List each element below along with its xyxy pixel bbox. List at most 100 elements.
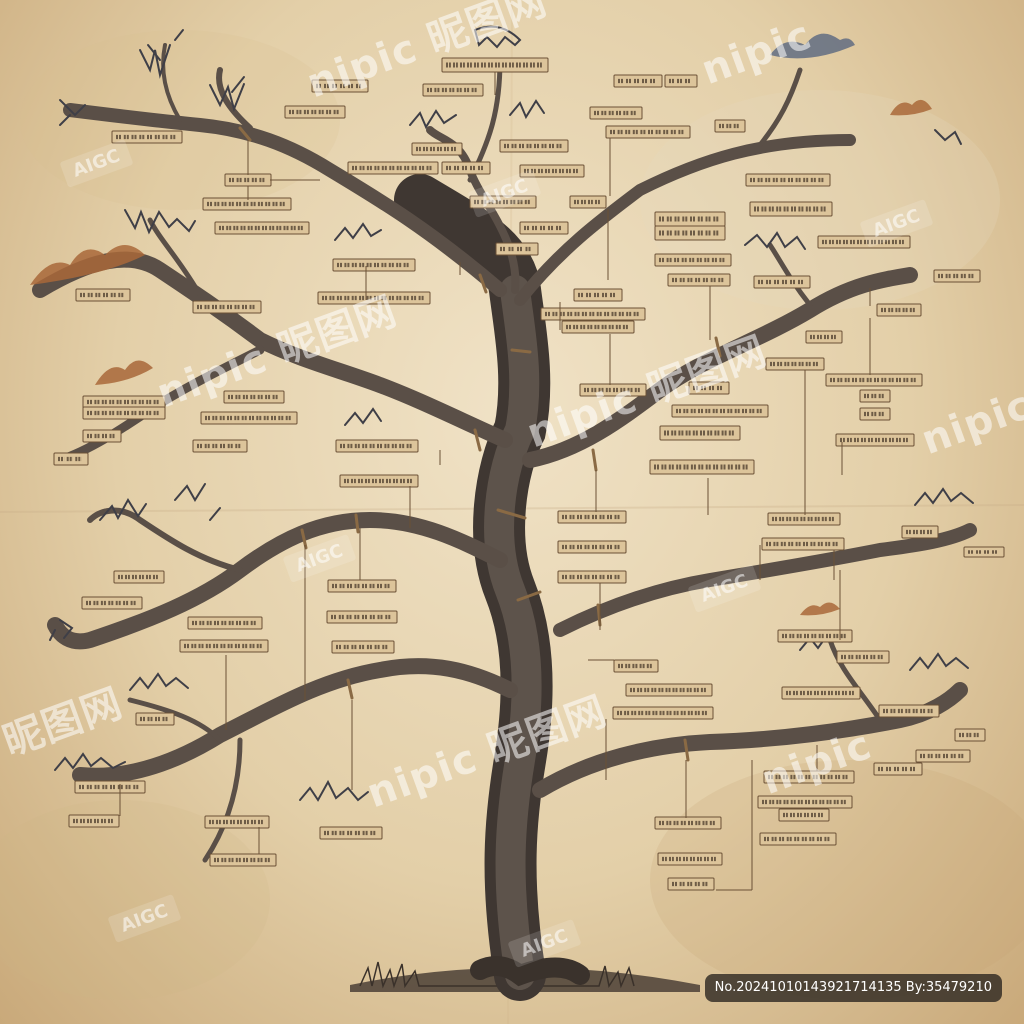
name-plaque (579, 383, 647, 397)
name-plaque (654, 225, 726, 241)
name-plaque (495, 242, 539, 256)
name-plaque (179, 639, 269, 653)
name-plaque (569, 195, 607, 209)
name-plaque (519, 164, 585, 178)
name-plaque (557, 540, 627, 554)
name-plaque (223, 390, 285, 404)
name-plaque (836, 650, 890, 664)
name-plaque (664, 74, 698, 88)
name-plaque (202, 197, 292, 211)
name-plaque (331, 640, 395, 654)
name-plaque (82, 395, 166, 409)
name-plaque (75, 288, 131, 302)
label-connectors (119, 72, 871, 891)
image-id-badge: No.20241010143921714135 By:35479210 (704, 974, 1002, 1002)
name-plaque (214, 221, 310, 235)
name-plaque (469, 195, 537, 209)
name-plaque (859, 389, 891, 403)
name-plaque (714, 119, 746, 133)
name-plaque (901, 525, 939, 539)
name-plaque (659, 425, 741, 441)
name-plaque (835, 433, 915, 447)
name-plaque (688, 381, 730, 395)
name-plaque (111, 130, 183, 144)
foliage-tufts (30, 25, 974, 802)
name-plaque (612, 706, 714, 720)
name-plaque (81, 596, 143, 610)
name-plaque (499, 139, 569, 153)
name-plaque (667, 273, 731, 287)
name-plaque (613, 659, 659, 673)
name-plaque (557, 510, 627, 524)
name-plaque (441, 57, 549, 73)
name-plaque (778, 808, 830, 822)
name-plaque (135, 712, 175, 726)
name-plaque (859, 407, 891, 421)
name-plaque (311, 79, 369, 93)
name-plaque (749, 201, 833, 217)
name-plaque (335, 439, 419, 453)
name-plaque (654, 253, 732, 267)
name-plaque (317, 291, 431, 305)
name-plaque (192, 439, 248, 453)
name-plaque (878, 704, 940, 718)
name-plaque (113, 570, 165, 584)
name-plaque (753, 275, 811, 289)
name-plaque (347, 161, 439, 175)
name-plaque (284, 105, 346, 119)
name-plaque (763, 770, 855, 784)
name-plaque (200, 411, 298, 425)
name-plaque (557, 570, 627, 584)
name-plaque (561, 320, 635, 334)
name-plaque (332, 258, 416, 272)
name-plaque (411, 142, 463, 156)
name-plaque (671, 404, 769, 418)
name-plaque (825, 373, 923, 387)
name-plaque (319, 826, 383, 840)
name-plaque (441, 161, 491, 175)
name-plaque (82, 406, 166, 420)
name-plaque (767, 512, 841, 526)
name-plaque (649, 459, 755, 475)
name-plaque (589, 106, 643, 120)
name-plaque (53, 452, 89, 466)
name-plaque (963, 546, 1005, 558)
name-labels (53, 57, 1005, 891)
name-plaque (204, 815, 270, 829)
name-plaque (605, 125, 691, 139)
name-plaque (667, 877, 715, 891)
name-plaque (82, 429, 122, 443)
name-plaque (625, 683, 713, 697)
name-plaque (761, 537, 845, 551)
name-plaque (777, 629, 853, 643)
name-plaque (74, 780, 146, 794)
name-plaque (933, 269, 981, 283)
name-plaque (339, 474, 419, 488)
name-plaque (954, 728, 986, 742)
name-plaque (915, 749, 971, 763)
name-plaque (757, 795, 853, 809)
name-plaque (187, 616, 263, 630)
name-plaque (327, 579, 397, 593)
name-plaque (873, 762, 923, 776)
name-plaque (745, 173, 831, 187)
name-plaque (781, 686, 861, 700)
name-plaque (209, 853, 277, 867)
name-plaque (657, 852, 723, 866)
name-plaque (613, 74, 663, 88)
name-plaque (422, 83, 484, 97)
name-plaque (765, 357, 825, 371)
name-plaque (876, 303, 922, 317)
name-plaque (805, 330, 843, 344)
name-plaque (759, 832, 837, 846)
name-plaque (654, 816, 722, 830)
name-plaque (817, 235, 911, 249)
name-plaque (519, 221, 569, 235)
name-plaque (654, 211, 726, 227)
name-plaque (540, 307, 646, 321)
name-plaque (326, 610, 398, 624)
name-plaque (68, 814, 120, 828)
name-plaque (192, 300, 262, 314)
name-plaque (224, 173, 272, 187)
